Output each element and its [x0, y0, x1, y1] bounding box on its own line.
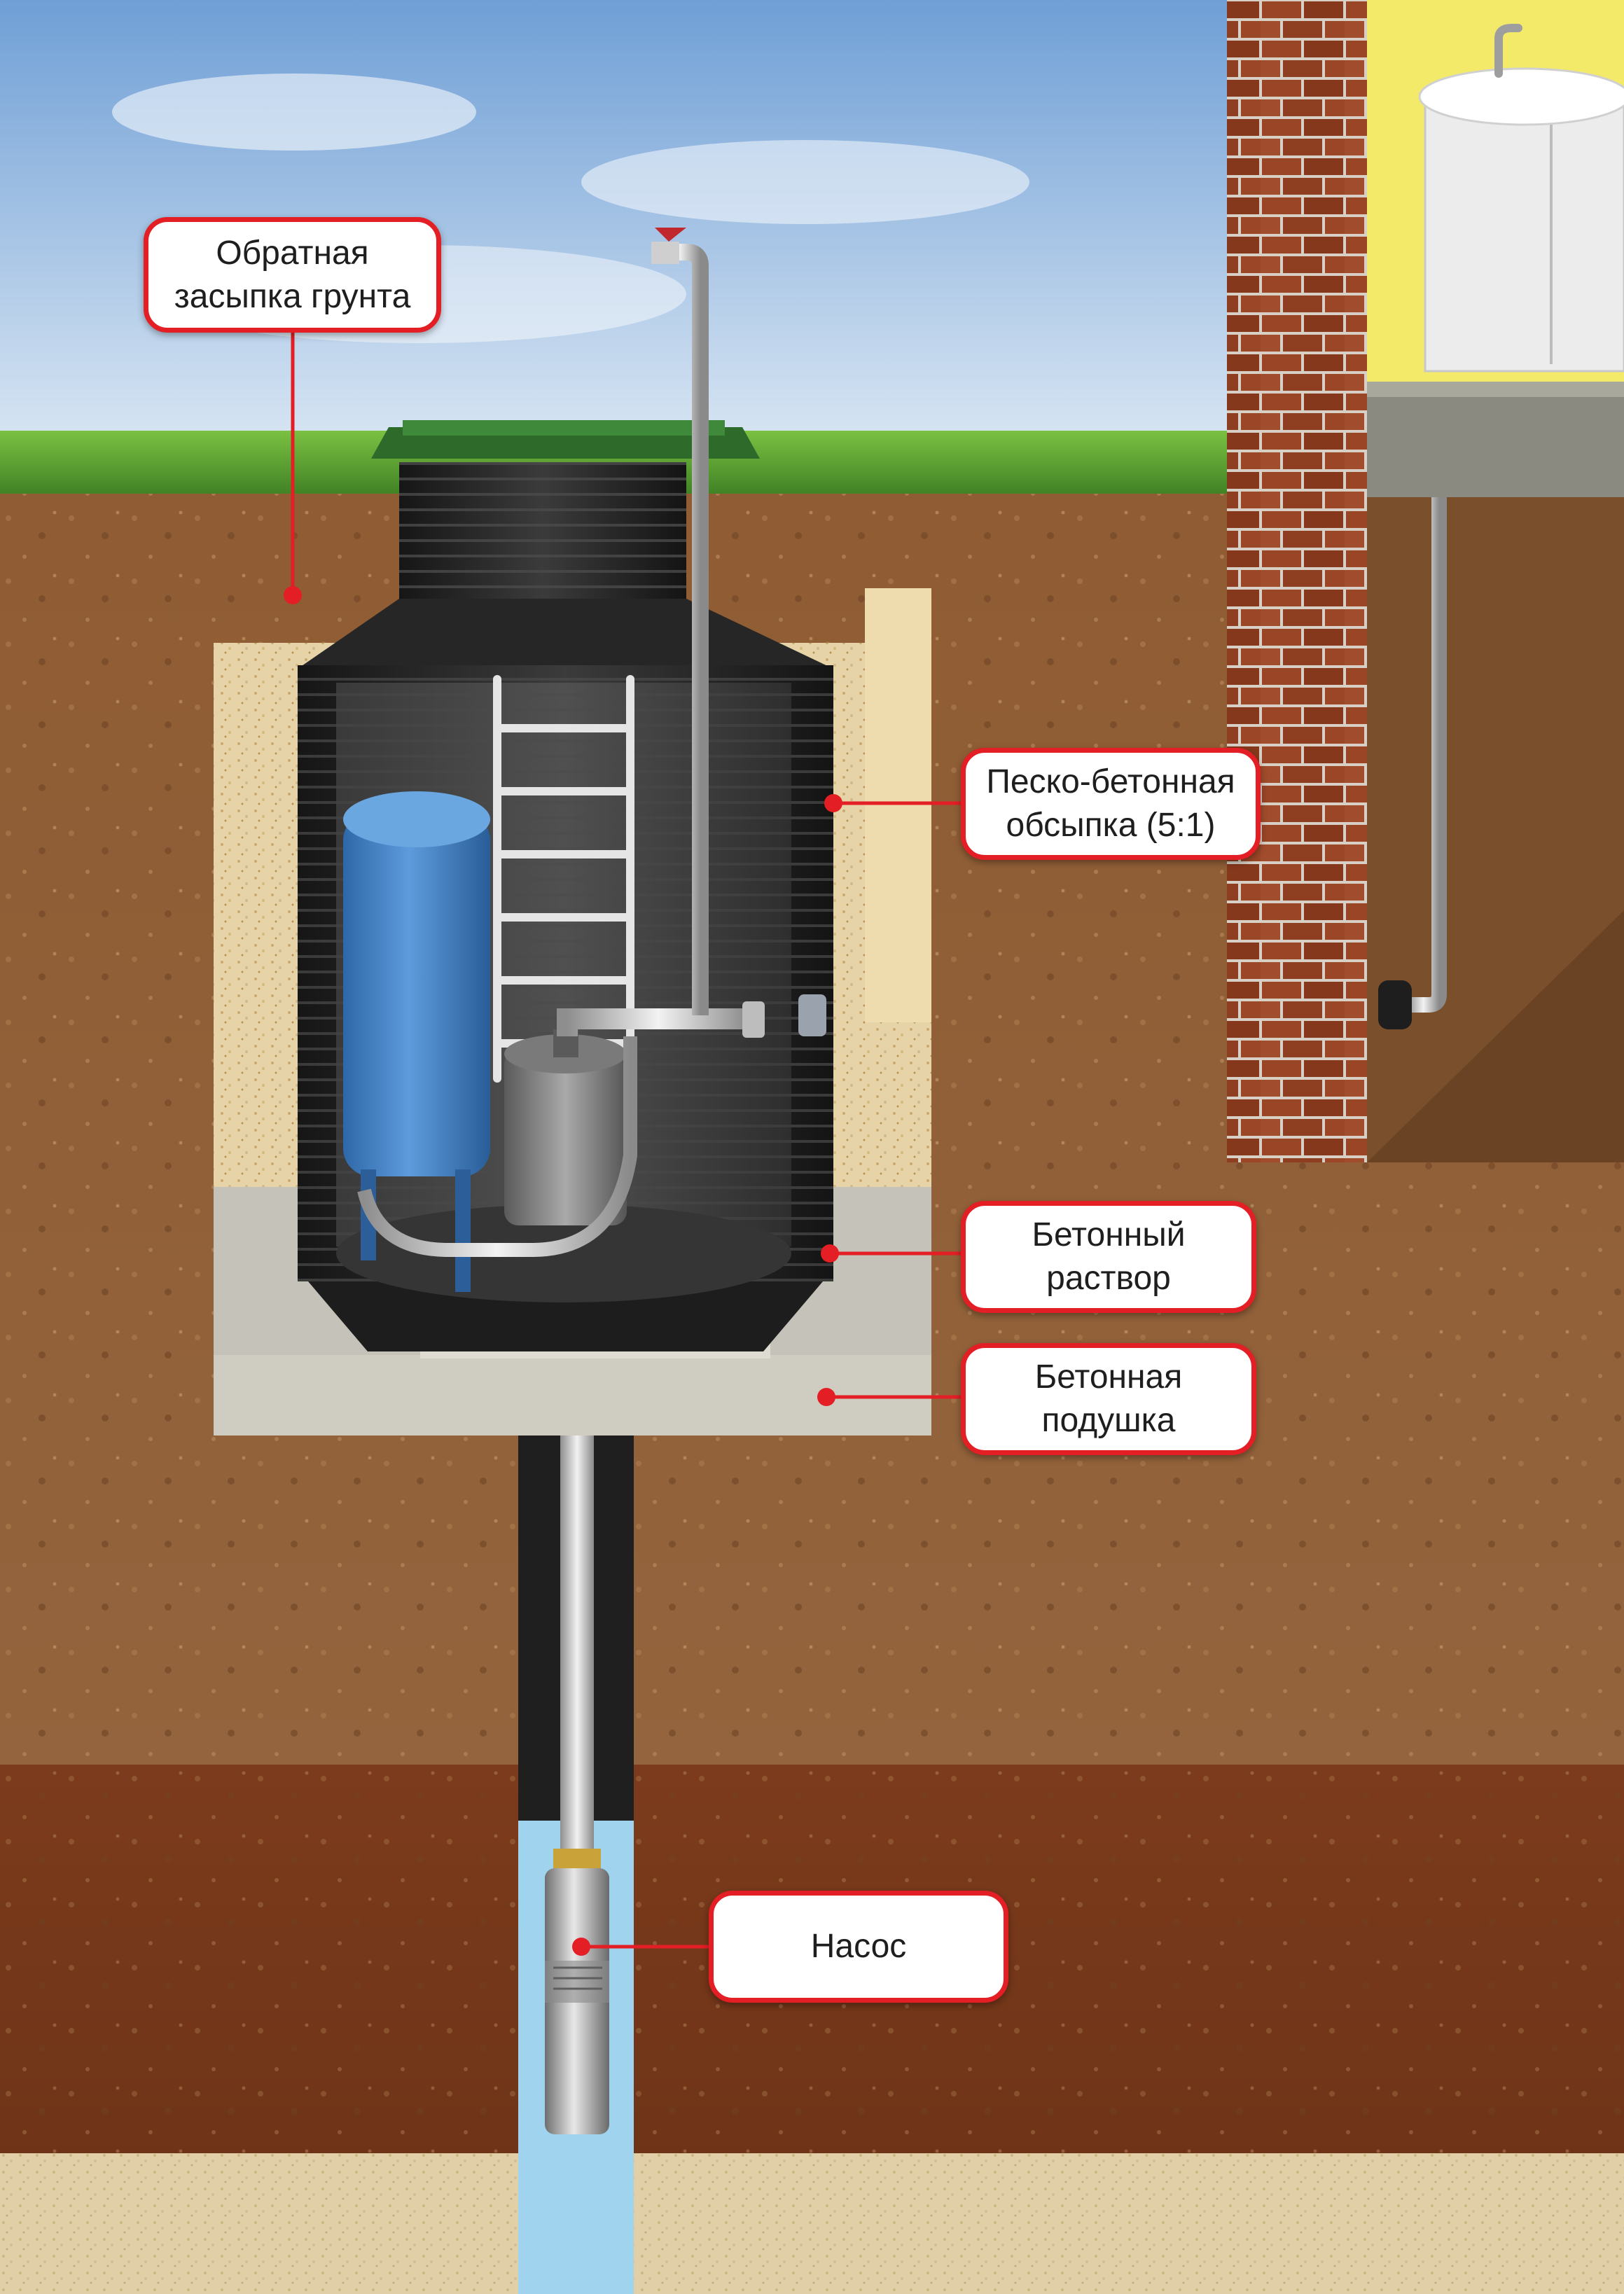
callout-concrete-mortar-line1: Бетонный: [1032, 1216, 1186, 1253]
cloud: [581, 140, 1029, 224]
caisson-floor: [336, 1204, 791, 1302]
dot-concrete-mortar: [821, 1244, 839, 1263]
callout-sand-concrete-line2: обсыпка (5:1): [1006, 807, 1216, 844]
hydro-tank-icon: [343, 791, 490, 1292]
caisson-bottom: [308, 1281, 823, 1351]
pump-icon: [545, 1814, 609, 2134]
riser-pipe: [658, 244, 709, 1015]
sink: [1418, 24, 1624, 373]
leader-lines: [291, 329, 964, 1949]
leader-dots: [284, 586, 842, 1956]
basement-shadow: [1367, 910, 1624, 1162]
dot-pump: [572, 1938, 590, 1956]
callout-concrete-mortar-line2: раствор: [1046, 1260, 1171, 1297]
pump-suction-pipe: [357, 1036, 637, 1257]
callout-concrete-mortar: Бетонный раствор: [961, 1201, 1256, 1313]
caisson-pump: [504, 1029, 627, 1225]
cloud: [112, 74, 476, 151]
pipe-outlet-sleeve: [798, 994, 826, 1036]
floor-slab: [1367, 382, 1624, 497]
house-supply-pipe: [1408, 497, 1447, 1013]
brick-wall: [1227, 0, 1367, 1162]
callout-concrete-pad: Бетонная подушка: [961, 1343, 1256, 1455]
dot-concrete-pad: [817, 1388, 835, 1406]
callout-concrete-pad-line2: подушка: [1041, 1402, 1176, 1439]
floor-slab-top: [1367, 382, 1624, 397]
callout-sand-concrete-line1: Песко-бетонная: [986, 763, 1235, 800]
valve-icon: [651, 228, 686, 264]
sand-concrete-top-step: [865, 588, 931, 1022]
casing-pipe: [560, 1436, 594, 1821]
callout-sand-concrete: Песко-бетонная обсыпка (5:1): [961, 748, 1261, 860]
callout-backfill-line1: Обратная: [216, 234, 369, 272]
callout-concrete-pad-line1: Бетонная: [1034, 1358, 1183, 1396]
sand-texture: [0, 2153, 1624, 2294]
callout-pump: Насос: [709, 1891, 1008, 2003]
callout-backfill: Обратная засыпка грунта: [144, 217, 441, 333]
caisson-lid-rim: [403, 420, 725, 436]
pipe-end-cap: [1378, 980, 1412, 1029]
faucet-icon: [1494, 24, 1522, 78]
callout-pump-line1: Насос: [810, 1928, 907, 1965]
dot-backfill: [284, 586, 302, 604]
callout-backfill-line2: засыпка грунта: [174, 277, 411, 315]
concrete-pad: [214, 1355, 931, 1436]
dot-sand-concrete: [824, 794, 842, 812]
pump-outlet-pipe: [557, 1008, 749, 1036]
pipe-fitting: [742, 1001, 765, 1038]
